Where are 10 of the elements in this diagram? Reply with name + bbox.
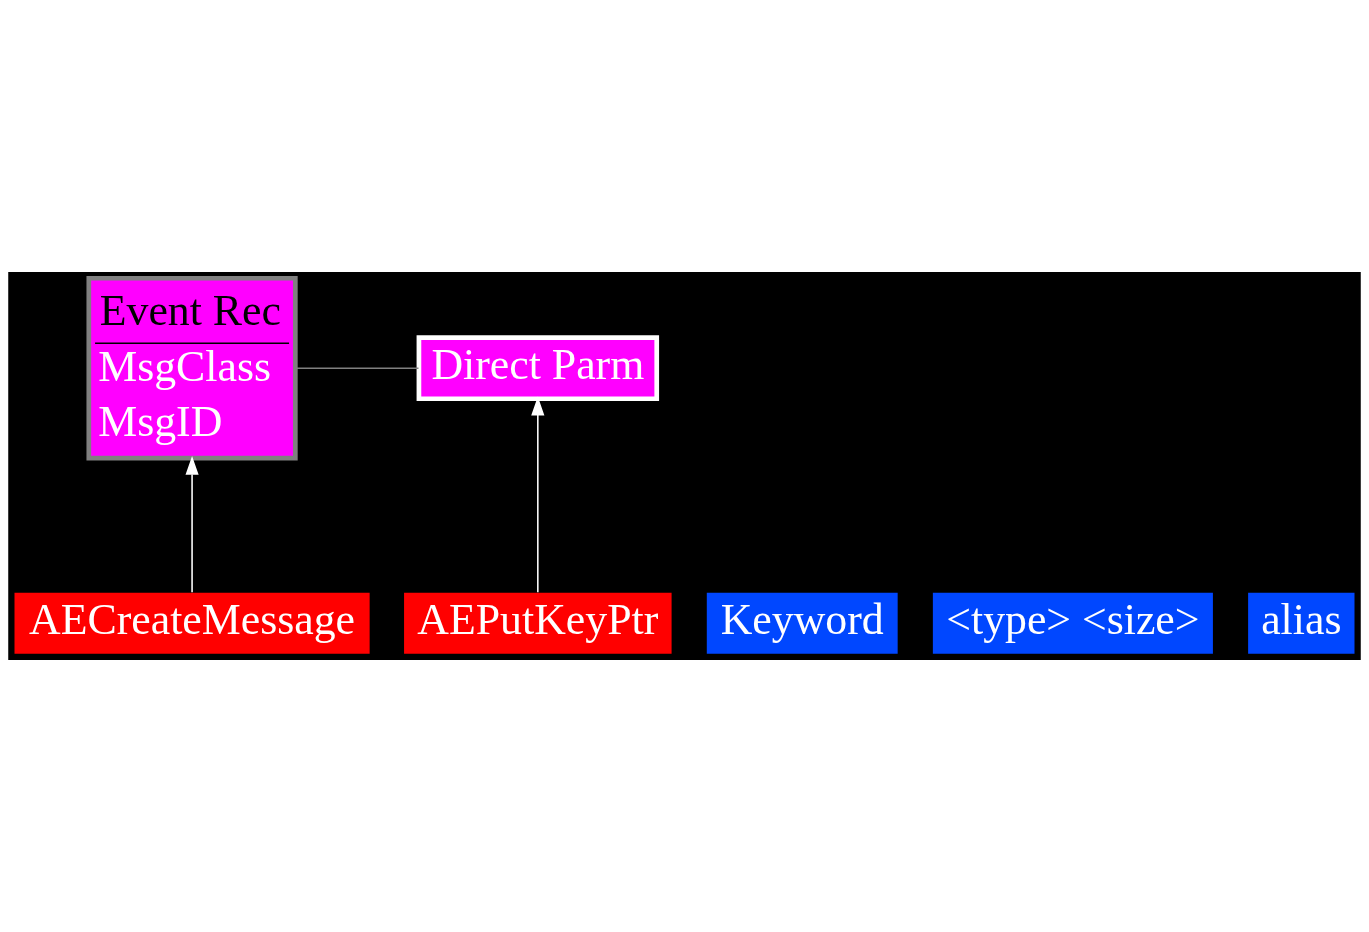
arrow <box>531 396 545 594</box>
arrow <box>185 455 199 594</box>
connector <box>294 367 420 369</box>
node-box: AECreateMessage <box>14 592 370 654</box>
node-box: AEPutKeyPtr <box>404 592 672 654</box>
node-box: Keyword <box>706 592 898 654</box>
node-box: Event Rec MsgClass MsgID <box>86 275 298 461</box>
node-box: alias <box>1248 592 1355 654</box>
node-box: Direct Parm <box>416 335 660 402</box>
node-box: <type> <size> <box>932 592 1213 654</box>
